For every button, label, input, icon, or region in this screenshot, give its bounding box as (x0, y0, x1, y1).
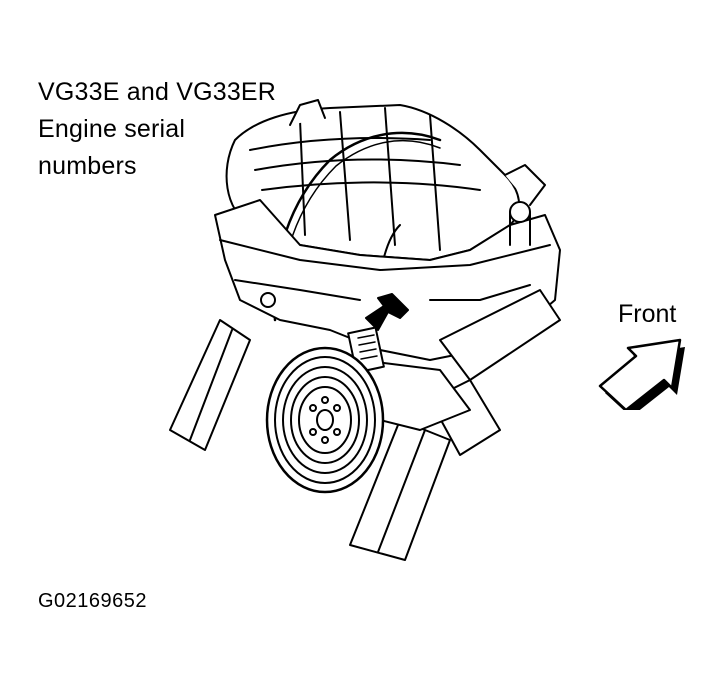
front-label: Front (618, 300, 677, 328)
caption-line-2: Engine serial (38, 115, 186, 143)
figure-id: G02169652 (38, 590, 148, 612)
arrow-pointer-icon (365, 293, 409, 331)
engine-block (214, 199, 561, 361)
front-direction-arrow-icon (598, 338, 685, 410)
caption-line-3: numbers (38, 152, 137, 180)
caption-line-1: VG33E and VG33ER (38, 78, 277, 106)
exhaust-right (349, 419, 451, 561)
diagram-caption: VG33E and VG33ER Engine serial numbers (38, 74, 276, 185)
